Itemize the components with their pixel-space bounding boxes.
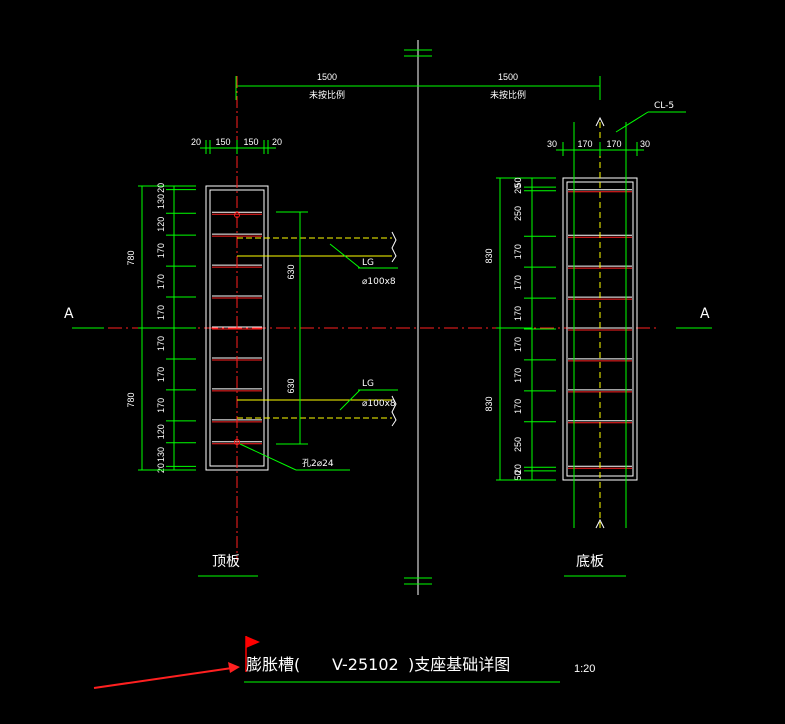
lg-leader-upper — [329, 243, 361, 269]
right-total-dim-upper: 830 — [484, 248, 494, 263]
right-side-dim: 250 — [513, 437, 523, 452]
left-side-dim: 20 — [156, 463, 166, 473]
right-top-dim-4: 30 — [640, 139, 650, 149]
left-side-dim: 170 — [156, 398, 166, 413]
right-side-dim: 170 — [513, 306, 523, 321]
right-top-dim-1: 30 — [547, 139, 557, 149]
right-side-dim: 170 — [513, 368, 523, 383]
top-plate-view: 20 150 150 20 20130120170170170170170170… — [126, 76, 398, 577]
bottom-plate-view: 30 170 170 30 CL-5 502025017017017017017… — [484, 101, 686, 577]
lg-break-upper — [391, 231, 397, 263]
top-dim-right-note: 未按比例 — [490, 89, 526, 101]
top-dim-right-value: 1500 — [498, 72, 518, 82]
top-dim-left-note: 未按比例 — [309, 89, 345, 101]
right-side-dim: 170 — [513, 275, 523, 290]
left-side-dim: 170 — [156, 243, 166, 258]
left-side-dim: 20 — [156, 183, 166, 193]
title-code: V-25102 — [332, 655, 399, 674]
cl5-callout: CL-5 — [654, 101, 674, 111]
title-block: 膨胀槽( V-25102 )支座基础详图 1:20 — [93, 636, 595, 689]
cl5-leader — [615, 111, 649, 133]
left-top-dim-2: 150 — [215, 137, 230, 147]
section-mark-left: A — [64, 306, 74, 322]
right-total-dim-lower: 830 — [484, 396, 494, 411]
left-side-dim: 120 — [156, 424, 166, 439]
lg-leader-lower — [339, 389, 361, 411]
left-total-dim-lower: 780 — [126, 392, 136, 407]
left-total-dim-upper: 780 — [126, 250, 136, 265]
arrow-line — [93, 667, 233, 689]
mid-dim-lower: 630 — [286, 378, 296, 393]
right-side-dim: 170 — [513, 399, 523, 414]
top-plate-label: 顶板 — [212, 554, 240, 570]
scale-label: 1:20 — [574, 663, 595, 675]
top-dim-left-value: 1500 — [317, 72, 337, 82]
left-side-dim: 130 — [156, 447, 166, 462]
bolt-hole-top — [234, 212, 240, 218]
left-side-dim: 170 — [156, 336, 166, 351]
lg-break-lower — [391, 395, 397, 427]
left-top-dim-3: 150 — [243, 137, 258, 147]
left-side-dim: 170 — [156, 367, 166, 382]
arrow-head-icon — [228, 662, 240, 673]
lg-spec-lower: ⌀100x8 — [362, 399, 396, 409]
cl5-break-top — [595, 116, 605, 127]
right-side-dim: 20 — [513, 184, 523, 194]
left-side-dim: 170 — [156, 305, 166, 320]
right-side-dim: 50 — [513, 178, 523, 188]
left-side-dim: 170 — [156, 274, 166, 289]
hole-leader — [239, 443, 297, 471]
left-side-dim: 130 — [156, 194, 166, 209]
right-side-dim: 250 — [513, 206, 523, 221]
left-side-dim: 120 — [156, 217, 166, 232]
right-top-dim-3: 170 — [606, 139, 621, 149]
bolt-hole-bottom — [234, 439, 240, 445]
right-side-dim: 50 — [513, 470, 523, 480]
bottom-plate-label: 底板 — [576, 554, 604, 570]
section-mark-right: A — [700, 306, 710, 322]
right-side-dim: 170 — [513, 337, 523, 352]
lg-label-lower: LG — [362, 379, 374, 389]
left-top-dim-1: 20 — [191, 137, 201, 147]
mid-dim-upper: 630 — [286, 264, 296, 279]
hole-callout: 孔2⌀24 — [302, 458, 334, 469]
right-side-dim: 20 — [513, 464, 523, 474]
flag-icon — [246, 636, 260, 648]
right-top-dim-2: 170 — [577, 139, 592, 149]
lg-spec-upper: ⌀100x8 — [362, 277, 396, 287]
title-suffix: )支座基础详图 — [408, 655, 510, 674]
left-top-dim-4: 20 — [272, 137, 282, 147]
cl5-break-bottom — [595, 518, 605, 529]
right-side-dim: 170 — [513, 244, 523, 259]
lg-label-upper: LG — [362, 258, 374, 268]
title-prefix: 膨胀槽( — [246, 655, 300, 674]
